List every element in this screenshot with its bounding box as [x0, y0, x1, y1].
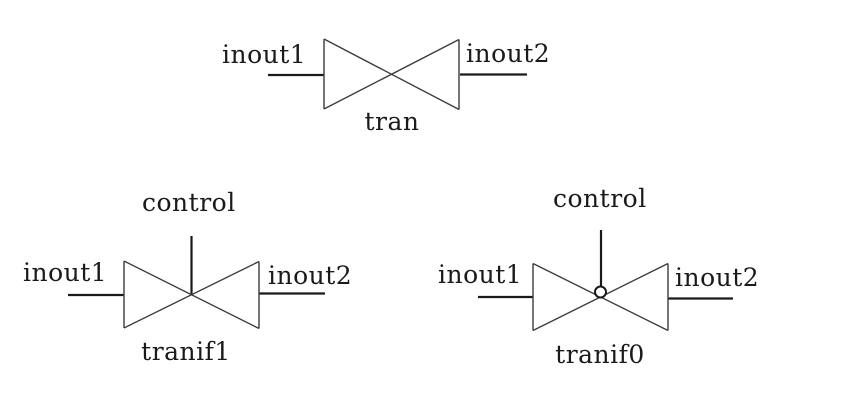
tran-diagonal-bl-tr — [323, 38, 460, 110]
tranif0-right-pin-label: inout2 — [675, 263, 759, 292]
tranif0-name-label: tranif0 — [555, 340, 645, 369]
tran-symbol: inout1 inout2 tran — [222, 38, 550, 136]
tranif1-control-pin-label: control — [142, 188, 236, 217]
tranif1-diagonal-bl-tr — [123, 260, 260, 329]
tranif0-left-pin-label: inout1 — [438, 260, 522, 289]
tranif1-symbol: control inout1 inout2 tranif1 — [23, 188, 352, 366]
inversion-bubble-icon — [594, 285, 607, 299]
tranif1-left-pin-label: inout1 — [23, 258, 107, 287]
tranif1-name-label: tranif1 — [141, 337, 231, 366]
tranif0-control-pin-label: control — [553, 184, 647, 213]
tranif1-right-pin-label: inout2 — [268, 261, 352, 290]
tran-right-pin-label: inout2 — [466, 39, 550, 68]
tranif0-symbol: control inout1 inout2 tranif0 — [438, 184, 759, 369]
tran-name-label: tran — [364, 107, 419, 136]
tran-left-pin-label: inout1 — [222, 40, 306, 69]
